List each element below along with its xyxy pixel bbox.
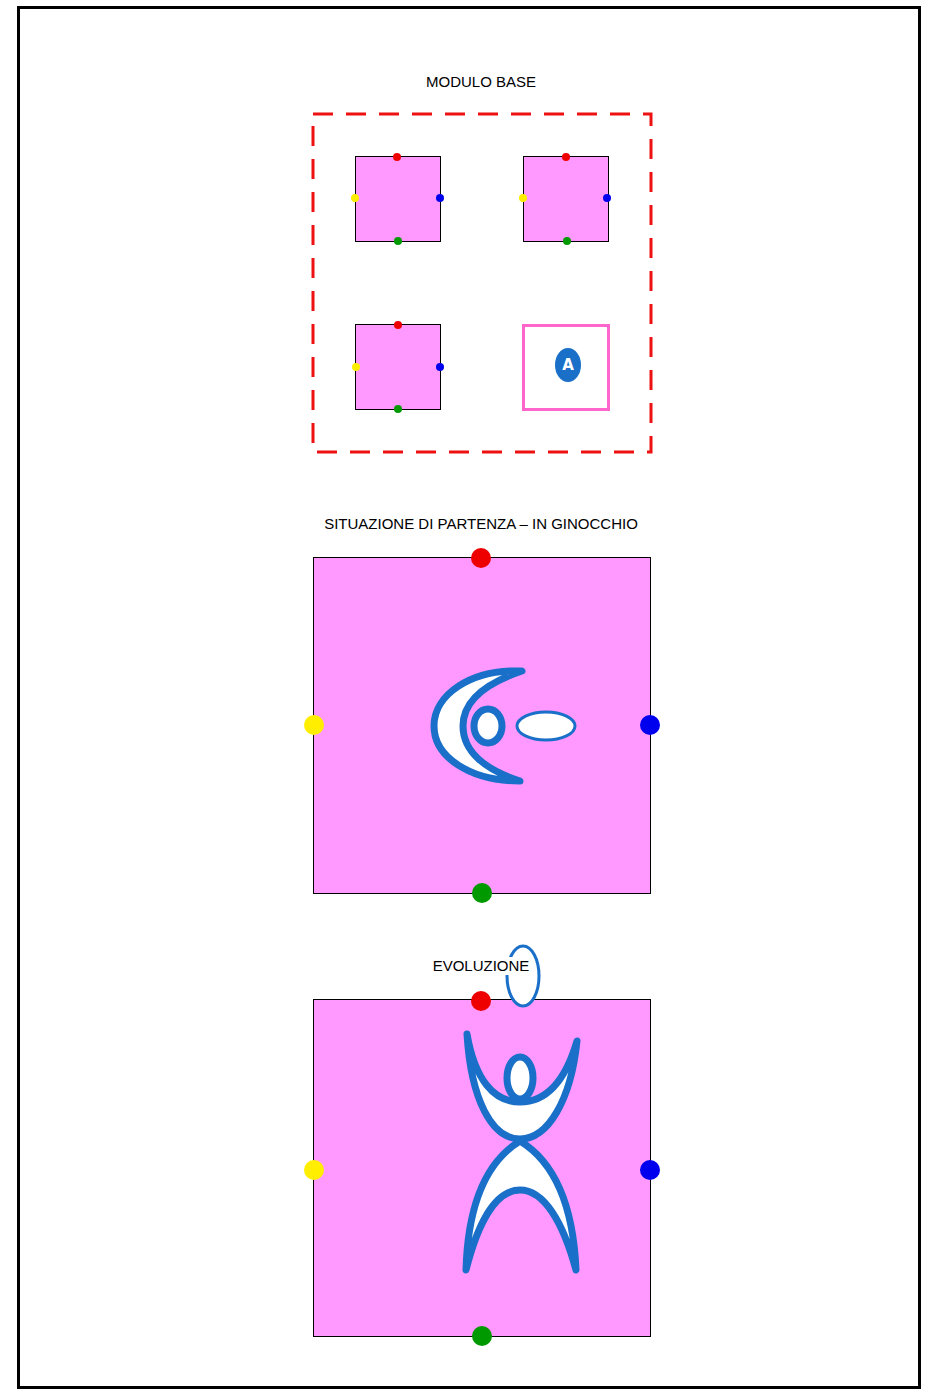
heading-text: EVOLUZIONE [430,957,533,975]
marker-letter: A [562,357,574,374]
blue-dot [436,363,444,371]
heading-text: SITUAZIONE DI PARTENZA – IN GINOCCHIO [321,515,641,533]
red-dot [394,321,402,329]
yellow-dot [352,363,360,371]
red-dot [471,991,491,1011]
mat-square [356,157,441,242]
green-dot [394,237,402,245]
section-heading: SITUAZIONE DI PARTENZA – IN GINOCCHIO [181,515,781,533]
mat-square [314,1000,651,1337]
athlete-square [524,326,609,410]
mat-square [524,157,609,242]
blue-dot [436,194,444,202]
green-dot [563,237,571,245]
standing-head [507,1057,533,1099]
kneeling-head [474,709,502,743]
yellow-dot [351,194,359,202]
section-heading: MODULO BASE [181,73,781,91]
green-dot [472,883,492,903]
mat-square [314,558,651,894]
green-dot [472,1326,492,1346]
red-dot [562,153,570,161]
blue-dot [640,715,660,735]
yellow-dot [304,715,324,735]
module-boundary [313,114,651,452]
ball [517,712,575,740]
heading-text: MODULO BASE [423,73,539,91]
mat-square [356,325,441,410]
red-dot [471,548,491,568]
blue-dot [640,1160,660,1180]
yellow-dot [304,1160,324,1180]
section-heading: EVOLUZIONE [181,957,781,975]
legs [466,1141,576,1270]
red-dot [393,153,401,161]
athlete-marker: A [555,348,581,382]
arms-torso [467,1034,577,1139]
kneeling-body [434,671,522,781]
ball [507,946,539,1006]
page-frame [19,8,920,1388]
yellow-dot [519,194,527,202]
green-dot [394,405,402,413]
blue-dot [603,194,611,202]
